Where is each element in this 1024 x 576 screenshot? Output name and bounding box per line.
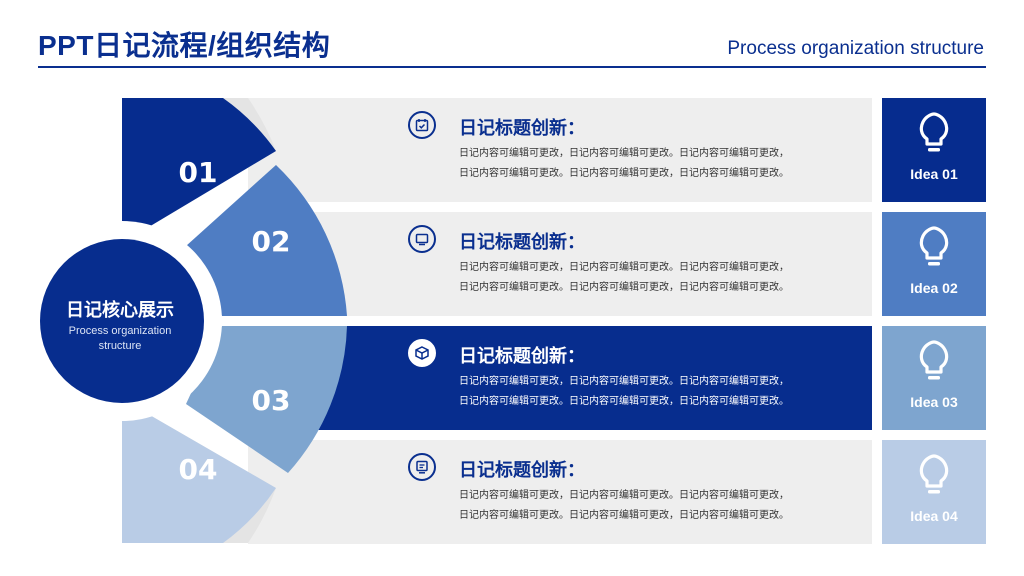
row-title: 日记标题创新：: [459, 118, 585, 138]
segment-number: 01: [179, 156, 218, 189]
row-body: 日记内容可编辑可更改，日记内容可编辑可更改。日记内容可编辑可更改， 日记内容可编…: [459, 258, 789, 298]
idea-label: Idea 02: [910, 280, 958, 296]
row-body-line: 日记内容可编辑可更改，日记内容可编辑可更改。日记内容可编辑可更改，: [459, 490, 789, 501]
content-row-2: 日记标题创新： 日记内容可编辑可更改，日记内容可编辑可更改。日记内容可编辑可更改…: [248, 212, 872, 316]
core-subtitle-line: structure: [98, 340, 142, 352]
segment-number: 04: [179, 453, 218, 486]
idea-box-1: Idea 01: [882, 98, 986, 202]
idea-label: Idea 01: [910, 166, 958, 182]
content-row-1: 日记标题创新： 日记内容可编辑可更改，日记内容可编辑可更改。日记内容可编辑可更改…: [248, 98, 872, 202]
row-body-line: 日记内容可编辑可更改，日记内容可编辑可更改。日记内容可编辑可更改，: [459, 376, 789, 387]
idea-label: Idea 03: [910, 394, 958, 410]
idea-label: Idea 04: [910, 508, 958, 524]
row-body: 日记内容可编辑可更改，日记内容可编辑可更改。日记内容可编辑可更改， 日记内容可编…: [459, 486, 789, 526]
core-circle: [40, 239, 204, 403]
presentation-icon: [408, 453, 436, 481]
row-title: 日记标题创新：: [459, 346, 585, 366]
segment-03: [186, 326, 347, 473]
row-body-line: 日记内容可编辑可更改。日记内容可编辑可更改，日记内容可编辑可更改。: [459, 282, 789, 293]
lightbulb-icon: [919, 454, 949, 494]
row-body-line: 日记内容可编辑可更改。日记内容可编辑可更改，日记内容可编辑可更改。: [459, 510, 789, 521]
row-body: 日记内容可编辑可更改，日记内容可编辑可更改。日记内容可编辑可更改， 日记内容可编…: [459, 372, 789, 412]
core-subtitle-line: Process organization: [68, 325, 172, 337]
row-body: 日记内容可编辑可更改，日记内容可编辑可更改。日记内容可编辑可更改， 日记内容可编…: [459, 144, 789, 184]
content-row-3: 日记标题创新： 日记内容可编辑可更改，日记内容可编辑可更改。日记内容可编辑可更改…: [248, 326, 872, 430]
segment-04: [122, 399, 276, 543]
process-wheel: 01 02 03 04: [22, 98, 347, 543]
segment-01: [122, 98, 276, 243]
segment-number: 02: [252, 225, 291, 258]
idea-box-3: Idea 03: [882, 326, 986, 430]
content-row-4: 日记标题创新： 日记内容可编辑可更改，日记内容可编辑可更改。日记内容可编辑可更改…: [248, 440, 872, 544]
lightbulb-icon: [919, 226, 949, 266]
idea-box-2: Idea 02: [882, 212, 986, 316]
row-title: 日记标题创新：: [459, 460, 585, 480]
row-body-line: 日记内容可编辑可更改。日记内容可编辑可更改，日记内容可编辑可更改。: [459, 168, 789, 179]
calendar-icon: [408, 111, 436, 139]
segment-02: [186, 165, 347, 316]
lightbulb-icon: [919, 112, 949, 152]
segment-number: 03: [252, 384, 291, 417]
row-body-line: 日记内容可编辑可更改，日记内容可编辑可更改。日记内容可编辑可更改，: [459, 262, 789, 273]
monitor-icon: [408, 225, 436, 253]
row-body-line: 日记内容可编辑可更改。日记内容可编辑可更改，日记内容可编辑可更改。: [459, 396, 789, 407]
row-body-line: 日记内容可编辑可更改，日记内容可编辑可更改。日记内容可编辑可更改，: [459, 148, 789, 159]
page-title: PPT日记流程/组织结构: [38, 30, 331, 61]
page-subtitle: Process organization structure: [727, 38, 984, 59]
core-title: 日记核心展示: [66, 300, 174, 320]
lightbulb-icon: [919, 340, 949, 380]
core-subtitle: Process organization structure: [40, 324, 200, 354]
row-title: 日记标题创新：: [459, 232, 585, 252]
box-icon: [408, 339, 436, 367]
idea-box-4: Idea 04: [882, 440, 986, 544]
header-divider: [38, 66, 986, 68]
